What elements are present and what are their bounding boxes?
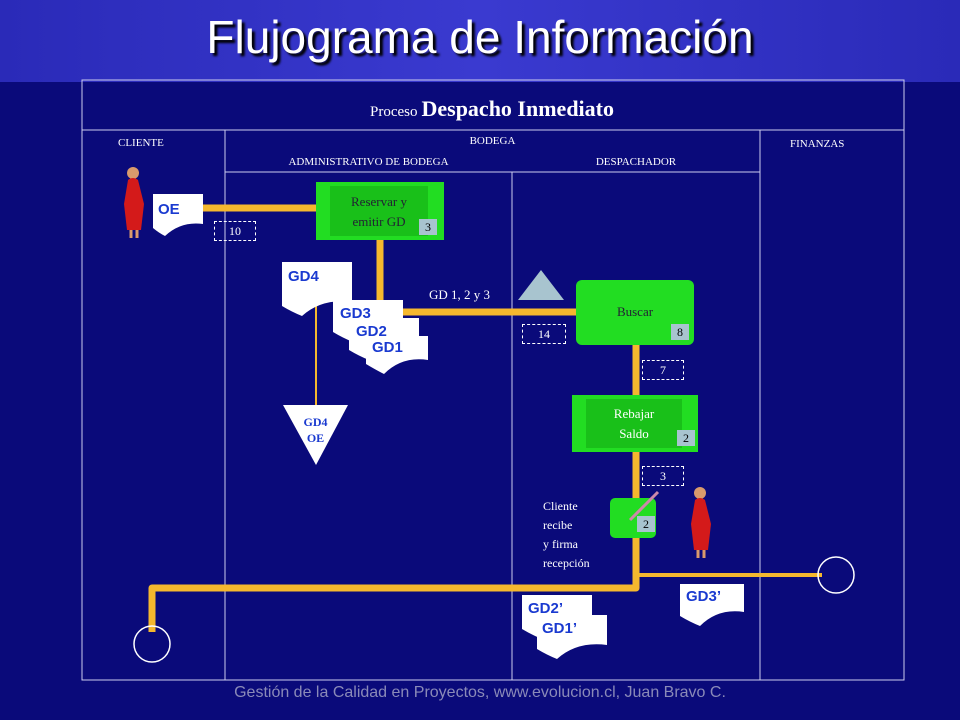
time-14: 14 [522,324,566,344]
badge-buscar: 8 [671,324,689,340]
cliente-note-line1: Cliente [543,499,578,513]
doc-gd3p [680,584,744,626]
diagram-frame [81,79,905,681]
terminal-cliente [133,625,171,663]
badge-reservar: 3 [419,219,437,235]
doc-gd1p [537,615,607,659]
lane-bodega: BODEGA [469,135,516,147]
doc-gd2-label: GD2 [356,323,387,340]
flow-recibe-cliente [148,538,640,632]
lane-cliente: CLIENTE [118,137,164,149]
badge-rebajar: 2 [677,430,695,446]
badge-recibe: 2 [637,516,655,532]
terminal-finanzas [817,556,855,594]
cliente-note-line3: y firma [543,537,578,551]
flow-label: GD 1, 2 y 3 [429,287,491,302]
activity-rebajar-label: Rebajar Saldo [586,404,682,444]
doc-gd3-label: GD3 [340,305,371,322]
activity-reservar-label: Reservar y emitir GD [330,192,428,232]
storage-triangle [518,270,564,300]
doc-gd4 [282,262,352,316]
archive-label: GD4 OE [283,414,348,446]
activity-buscar-label: Buscar [616,304,654,319]
person-icon-receptor [691,487,711,558]
time-7: 7 [642,360,684,380]
doc-gd3p-label: GD3’ [686,588,722,605]
rebajar-line1: Rebajar [613,406,655,421]
pen-icon [628,490,660,522]
document-shapes [153,194,744,659]
title-bar [0,0,960,82]
cliente-note-line2: recibe [543,518,573,532]
reservar-line1: Reservar y [351,194,407,209]
cliente-note-line4: recepción [543,556,590,570]
doc-gd1p-label: GD1’ [542,620,578,637]
rebajar-line2: Saldo [619,426,649,441]
person-icon-cliente [124,167,144,238]
archive-line1: GD4 [303,415,328,429]
activity-buscar [576,280,694,345]
lane-despachador: DESPACHADOR [595,156,677,168]
doc-gd1-label: GD1 [372,339,403,356]
doc-oe [153,194,203,236]
slide-title: Flujograma de Información [206,11,754,63]
doc-gd4-label: GD4 [288,268,319,285]
doc-gd1 [366,336,428,374]
process-prefix: Proceso [369,104,418,120]
doc-oe-label: OE [158,201,180,218]
doc-gd2p-label: GD2’ [528,600,564,617]
time-10: 10 [214,221,256,241]
process-name: Despacho Inmediato [421,96,614,121]
lane-administrativo: ADMINISTRATIVO DE BODEGA [288,156,449,168]
cliente-note: Cliente recibe y firma recepción [543,497,590,573]
time-3: 3 [642,466,684,486]
archive-triangle [283,405,348,465]
process-title: Proceso Despacho Inmediato [82,96,902,122]
archive-line2: OE [306,431,325,445]
footer-credit: Gestión de la Calidad en Proyectos, www.… [234,684,726,701]
flow-lines [148,204,822,632]
reservar-line2: emitir GD [352,214,406,229]
lane-finanzas: FINANZAS [790,138,845,150]
